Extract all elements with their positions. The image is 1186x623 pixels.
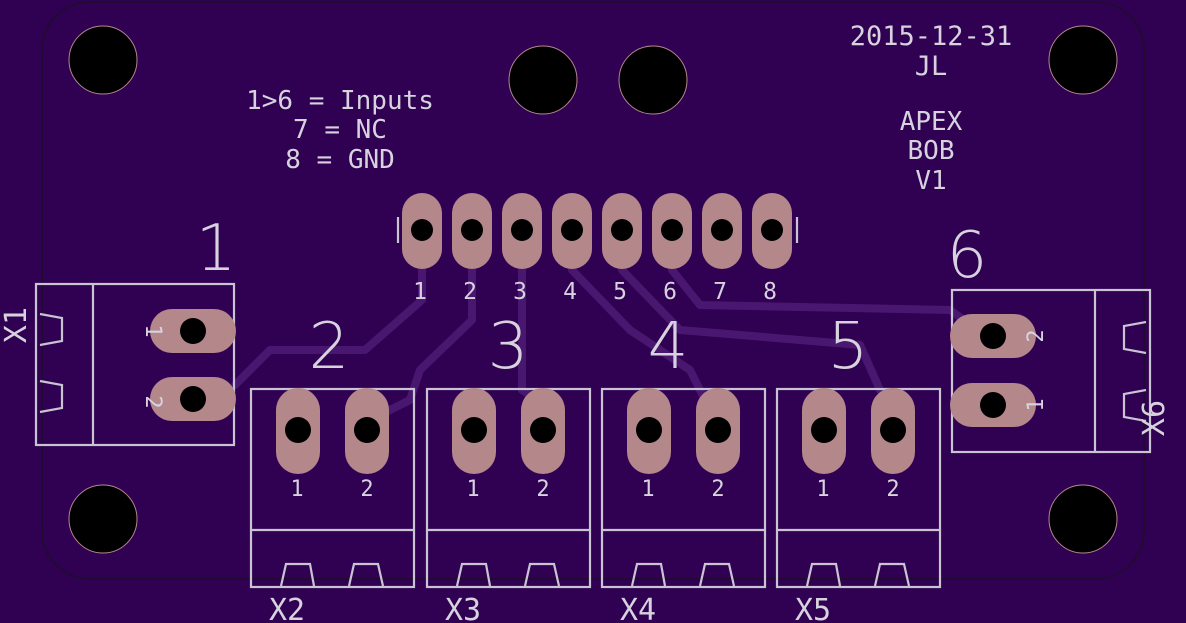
board-title-line: APEX xyxy=(900,107,963,137)
x6-designator: X6 xyxy=(1137,400,1172,436)
x3-pin2-label: 2 xyxy=(536,477,549,502)
x6-pin2-label: 2 xyxy=(1024,329,1049,342)
x1-pin1-label: 1 xyxy=(140,324,165,337)
x2-designator: X2 xyxy=(269,593,305,623)
legend-line: 7 = NC xyxy=(293,115,387,145)
x3-pin1-label: 1 xyxy=(466,477,479,502)
header-pin-label: 2 xyxy=(463,279,477,305)
x2-pin1-label: 1 xyxy=(290,477,303,502)
header-pin-label: 8 xyxy=(763,279,777,305)
x4-designator: X4 xyxy=(620,593,656,623)
x4-pin2-label: 2 xyxy=(711,477,724,502)
x5-designator: X5 xyxy=(795,593,831,623)
header-pin-label: 5 xyxy=(613,279,627,305)
legend-line: 1>6 = Inputs xyxy=(246,86,434,116)
header-pin-label: 3 xyxy=(513,279,527,305)
x5-pin2-label: 2 xyxy=(886,477,899,502)
connector-x4: 1 2 X4 4 xyxy=(600,310,767,623)
connector-x6: 2 1 X6 6 xyxy=(947,219,1172,454)
header-pin-label: 4 xyxy=(563,279,577,305)
board-title-line: V1 xyxy=(915,166,946,196)
connector-x1: 1 2 X1 1 xyxy=(0,212,237,447)
x4-channel-label: 4 xyxy=(648,310,689,384)
header-pin-label: 7 xyxy=(713,279,727,305)
trace-pin2-x2 xyxy=(366,226,476,424)
x1-channel-label: 1 xyxy=(196,212,237,286)
x1-pin2-label: 2 xyxy=(140,395,165,408)
x5-channel-label: 5 xyxy=(828,310,869,384)
x6-channel-label: 6 xyxy=(947,219,988,293)
header-pin-label: 6 xyxy=(663,279,677,305)
mounting-holes xyxy=(68,25,1118,554)
x2-channel-label: 2 xyxy=(309,310,350,384)
x3-channel-label: 3 xyxy=(488,310,529,384)
board-date: 2015-12-31 xyxy=(850,21,1013,52)
trace-pin1-x1 xyxy=(231,226,426,389)
connector-x3: 1 2 X3 3 xyxy=(425,310,592,623)
x2-pin2-label: 2 xyxy=(360,477,373,502)
mounting-hole xyxy=(1048,25,1118,95)
x4-pin1-label: 1 xyxy=(641,477,654,502)
mounting-hole xyxy=(68,25,138,95)
connector-x5: 1 2 X5 5 xyxy=(775,310,942,623)
board-author: JL xyxy=(915,51,948,82)
header-pin-label: 1 xyxy=(413,279,427,305)
x6-pin1-label: 1 xyxy=(1024,398,1049,411)
mounting-hole xyxy=(508,45,578,115)
mounting-hole xyxy=(1048,484,1118,554)
legend-line: 8 = GND xyxy=(285,145,395,175)
mounting-hole xyxy=(68,484,138,554)
connector-x2: 1 2 X2 2 xyxy=(249,310,416,623)
mounting-hole xyxy=(618,45,688,115)
board-title-line: BOB xyxy=(908,136,955,166)
x5-pin1-label: 1 xyxy=(816,477,829,502)
x3-designator: X3 xyxy=(445,593,481,623)
header-8pin: 1 2 3 4 5 6 7 8 xyxy=(396,193,799,305)
x1-designator: X1 xyxy=(0,307,34,343)
board-info: 2015-12-31 JL APEX BOB V1 1>6 = Inputs 7… xyxy=(246,21,1012,196)
